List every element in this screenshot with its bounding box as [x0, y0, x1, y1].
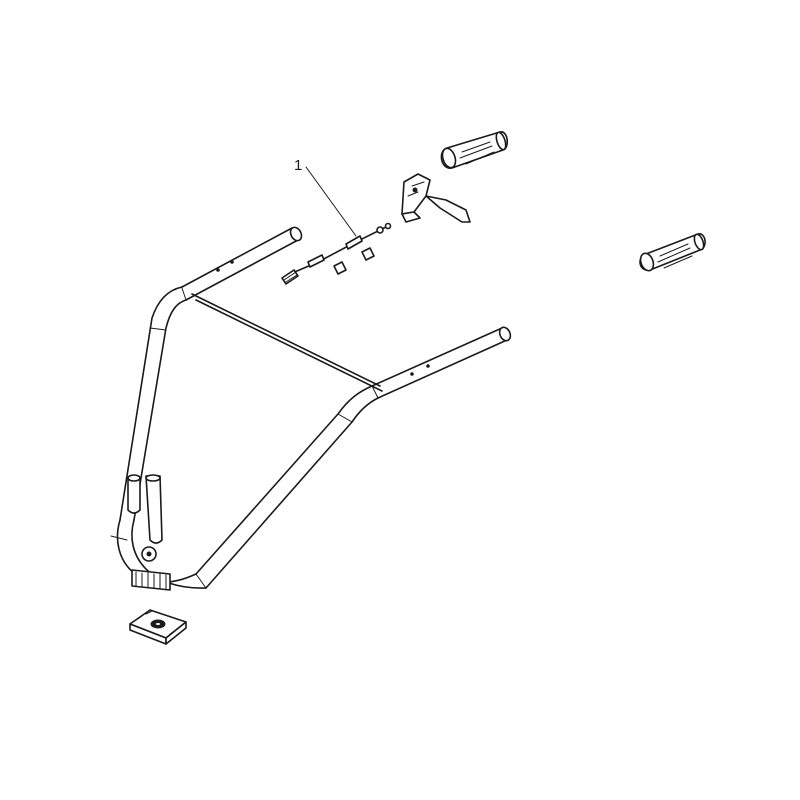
throttle-lever-housing [401, 173, 471, 223]
handlebar-frame [110, 226, 512, 589]
base-pivot [131, 569, 171, 591]
throttle-cable-assembly [281, 222, 392, 285]
lower-control-lever [127, 474, 163, 562]
leader-line [305, 166, 357, 237]
callout-label-1: 1 [294, 157, 302, 174]
callout-1: 1 [294, 157, 357, 237]
handle-grip-right [639, 233, 706, 272]
cross-brace-rod [191, 293, 383, 392]
mounting-bracket [129, 609, 187, 645]
handle-grip-left [440, 131, 509, 169]
